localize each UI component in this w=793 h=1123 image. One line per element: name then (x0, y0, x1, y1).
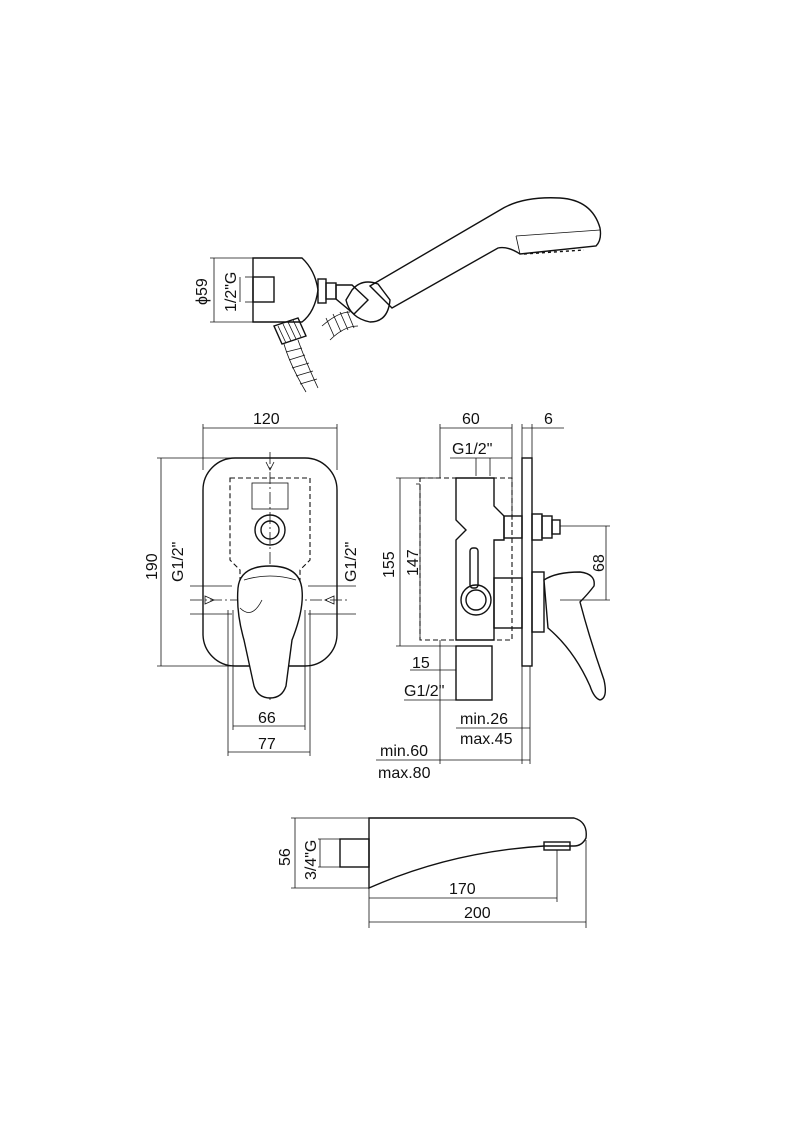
bracket-thread-box (252, 276, 275, 303)
spout-thread-label: 3/4"G (303, 840, 320, 880)
side-min60-label: min.60 (380, 743, 428, 760)
hand-shower-thread-label: 1/2"G (223, 272, 240, 312)
hose-knurl (277, 319, 302, 344)
side-max80-label: max.80 (378, 765, 431, 782)
spray-face (523, 249, 585, 255)
hand-shower-dia-label: ϕ59 (194, 278, 211, 305)
side-h147-label: 147 (405, 549, 422, 576)
hand-shower-view: ϕ59 1/2"G (194, 197, 602, 393)
spout-reach-label: 170 (449, 881, 476, 898)
side-depth-label: 60 (462, 411, 480, 428)
lever-handle (236, 565, 303, 699)
side-h155-label: 155 (381, 551, 398, 578)
wall-plate (521, 457, 533, 667)
hose-upper (321, 310, 359, 341)
spout-view: 56 3/4"G 170 200 (277, 817, 587, 928)
front-view: 120 190 G1/2" G1/2" 66 (144, 411, 360, 756)
side-max45-label: max.45 (460, 731, 513, 748)
side-plate-label: 6 (544, 411, 553, 428)
front-right-conn-label: G1/2" (343, 542, 360, 582)
side-view: 60 6 G1/2" 68 155 (376, 411, 610, 782)
spout-height-label: 56 (277, 848, 294, 866)
side-top-conn-label: G1/2" (452, 441, 492, 458)
spout-body (368, 817, 587, 890)
side-dim15-label: 15 (412, 655, 430, 672)
front-lever-width-label: 77 (258, 736, 276, 753)
side-offset-label: 68 (591, 554, 608, 572)
front-handle-width-label: 66 (258, 710, 276, 727)
hose (283, 339, 319, 393)
side-bottom-conn-label: G1/2" (404, 683, 444, 700)
front-left-conn-label: G1/2" (170, 542, 187, 582)
shower-handle (368, 197, 602, 309)
side-lever (543, 571, 607, 701)
side-min26-label: min.26 (460, 711, 508, 728)
bracket-body (252, 257, 319, 323)
front-width-label: 120 (253, 411, 280, 428)
spout-length-label: 200 (464, 905, 491, 922)
front-height-label: 190 (144, 553, 161, 580)
